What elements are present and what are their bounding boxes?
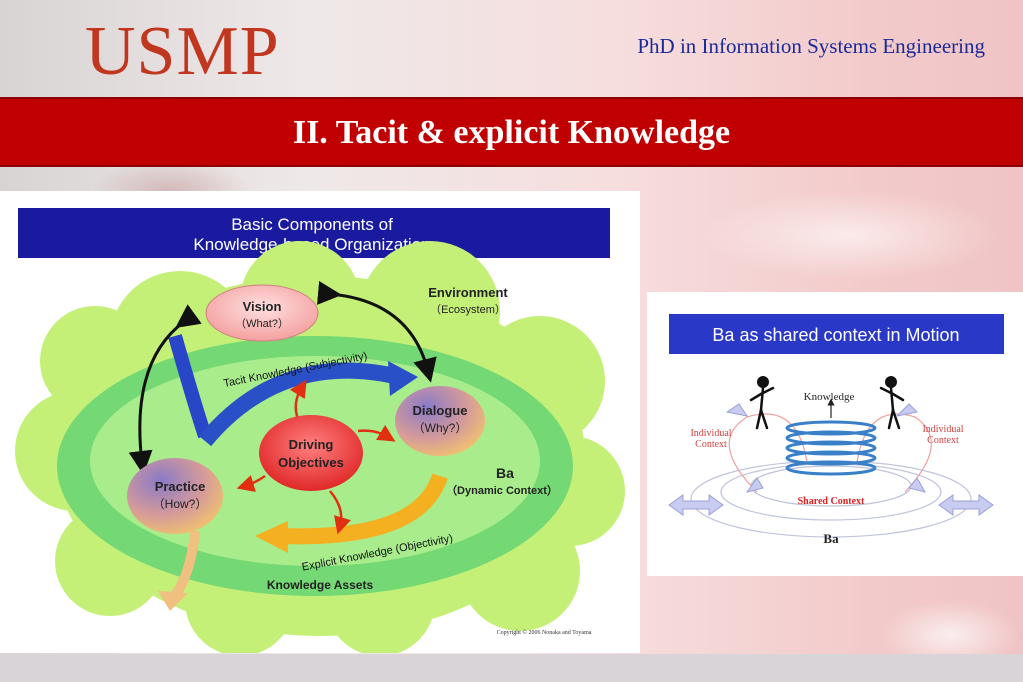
environment-label: Environment (428, 285, 508, 300)
driving-objectives-node (259, 415, 363, 491)
title-banner: II. Tacit & explicit Knowledge (0, 97, 1023, 167)
program-name: PhD in Information Systems Engineering (637, 34, 985, 58)
copyright-text: Copyright © 2006 Nonaka and Toyama (497, 629, 592, 636)
context-flow-arrows (668, 403, 994, 516)
shared-context-label: Shared Context (798, 496, 865, 507)
vision-question: （What?） (235, 317, 289, 330)
environment-arrow (316, 280, 437, 383)
practice-label: Practice (155, 479, 206, 494)
ba-title: Ba as shared context in Motion (712, 325, 959, 345)
dynamic-context-label: （Dynamic Context） (446, 484, 558, 497)
ba-label: Ba (496, 465, 514, 481)
driving-label-2: Objectives (278, 455, 344, 470)
driving-objective-arrows (236, 379, 396, 535)
individual-context-left-1: Individual (690, 428, 731, 439)
individual-context-right-2: Context (927, 435, 959, 446)
explicit-arrow-head (255, 521, 288, 553)
explicit-knowledge-arrow (279, 473, 448, 545)
knowledge-label: Knowledge (804, 391, 855, 403)
bottom-band (0, 654, 1023, 682)
knowledge-assets-arrow-head (158, 591, 188, 611)
knowledge-assets-label: Knowledge Assets (267, 578, 374, 592)
usmp-logo: USMP (85, 13, 280, 90)
knowledge-spiral (785, 420, 877, 476)
driving-label-1: Driving (289, 437, 334, 452)
individual-context-right-1: Individual (922, 424, 963, 435)
individual-context-left-2: Context (695, 439, 727, 450)
diagram-canvas: Basic Components of Knowledge-based Orga… (15, 208, 625, 653)
ba-shared-context-diagram: Ba as shared context in Motion Knowledge (647, 292, 1023, 576)
slide-title: II. Tacit & explicit Knowledge (292, 114, 731, 151)
ba-bottom-label: Ba (823, 531, 839, 546)
vision-node (205, 284, 319, 342)
diagram-title-line1: Basic Components of (231, 215, 393, 234)
ba-title-bar (669, 314, 1004, 354)
dialogue-label: Dialogue (413, 403, 468, 418)
ba-canvas: Ba as shared context in Motion Knowledge (668, 314, 1004, 546)
practice-node (127, 458, 223, 534)
dialogue-node (395, 386, 485, 456)
background-blur (700, 190, 1000, 280)
person-figure-right (879, 376, 905, 430)
vision-label: Vision (243, 299, 282, 314)
person-figure-left (749, 376, 775, 430)
practice-question: （How?） (153, 497, 208, 511)
knowledge-organization-diagram: Basic Components of Knowledge-based Orga… (0, 191, 640, 653)
ecosystem-label: （Ecosystem） (430, 303, 506, 316)
vision-practice-arrow (128, 304, 202, 475)
dialogue-question: （Why?） (413, 421, 468, 435)
